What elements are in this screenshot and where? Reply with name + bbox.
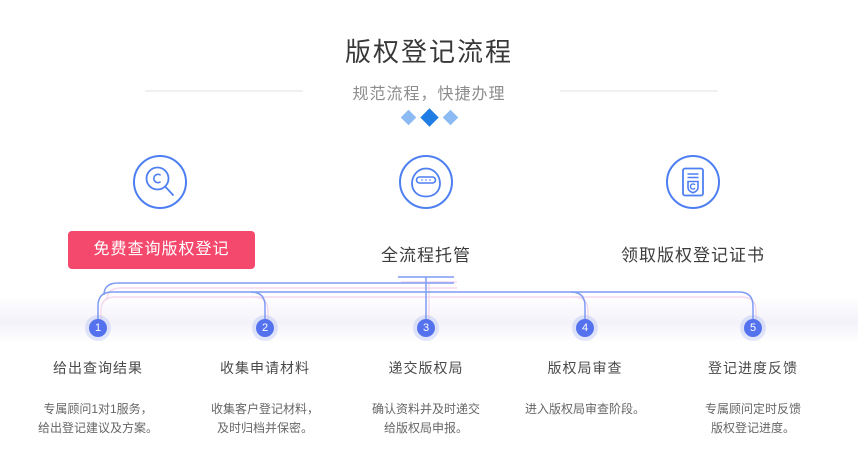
feature-label-full-process: 全流程托管 [381, 246, 471, 265]
step-desc-line: 及时归档并保密。 [216, 421, 313, 435]
step-title: 递交版权局 [388, 360, 464, 376]
feature-label-certificate: 领取版权登记证书 [621, 246, 765, 265]
diamond-decor [0, 108, 858, 130]
divider-line-right [560, 90, 718, 92]
step-desc-line: 进入版权局审查阶段。 [524, 402, 645, 416]
step-number-badge: 5 [744, 319, 762, 337]
diamond-icon [442, 109, 458, 126]
step-title: 登记进度反馈 [708, 360, 798, 376]
agent-service-icon [398, 154, 454, 210]
step-desc-line: 给版权局申报。 [383, 421, 468, 435]
step-desc-line [500, 419, 670, 438]
step-column-4: 版权局审查 进入版权局审查阶段。 [500, 358, 670, 438]
step-number-badge: 3 [417, 319, 435, 337]
copyright-search-icon [132, 154, 188, 210]
step-column-5: 登记进度反馈 专属顾问定时反馈 版权登记进度。 [668, 358, 838, 438]
step-desc-line: 专属顾问定时反馈 [704, 402, 801, 416]
step-column-1: 给出查询结果 专属顾问1对1服务， 给出登记建议及方案。 [13, 358, 183, 438]
step-column-2: 收集申请材料 收集客户登记材料， 及时归档并保密。 [180, 358, 350, 438]
free-copyright-query-button[interactable]: 免费查询版权登记 [68, 231, 255, 269]
step-number-badge: 4 [576, 319, 594, 337]
page-subtitle: 规范流程，快捷办理 [352, 84, 506, 103]
diamond-icon [419, 108, 439, 127]
diamond-icon [400, 109, 416, 126]
step-title: 版权局审查 [547, 360, 623, 376]
step-desc-line: 收集客户登记材料， [210, 402, 319, 416]
step-desc-line: 版权登记进度。 [710, 421, 795, 435]
certificate-icon [665, 154, 721, 210]
step-title: 收集申请材料 [220, 360, 310, 376]
step-desc-line: 给出登记建议及方案。 [37, 421, 158, 435]
step-desc-line: 确认资料并及时递交 [371, 402, 480, 416]
step-column-3: 递交版权局 确认资料并及时递交 给版权局申报。 [341, 358, 511, 438]
step-number-badge: 2 [256, 319, 274, 337]
page-title: 版权登记流程 [344, 38, 513, 68]
step-number-badge: 1 [89, 319, 107, 337]
step-desc-line: 专属顾问1对1服务， [43, 402, 153, 416]
step-title: 给出查询结果 [53, 360, 143, 376]
divider-line-left [145, 90, 303, 92]
